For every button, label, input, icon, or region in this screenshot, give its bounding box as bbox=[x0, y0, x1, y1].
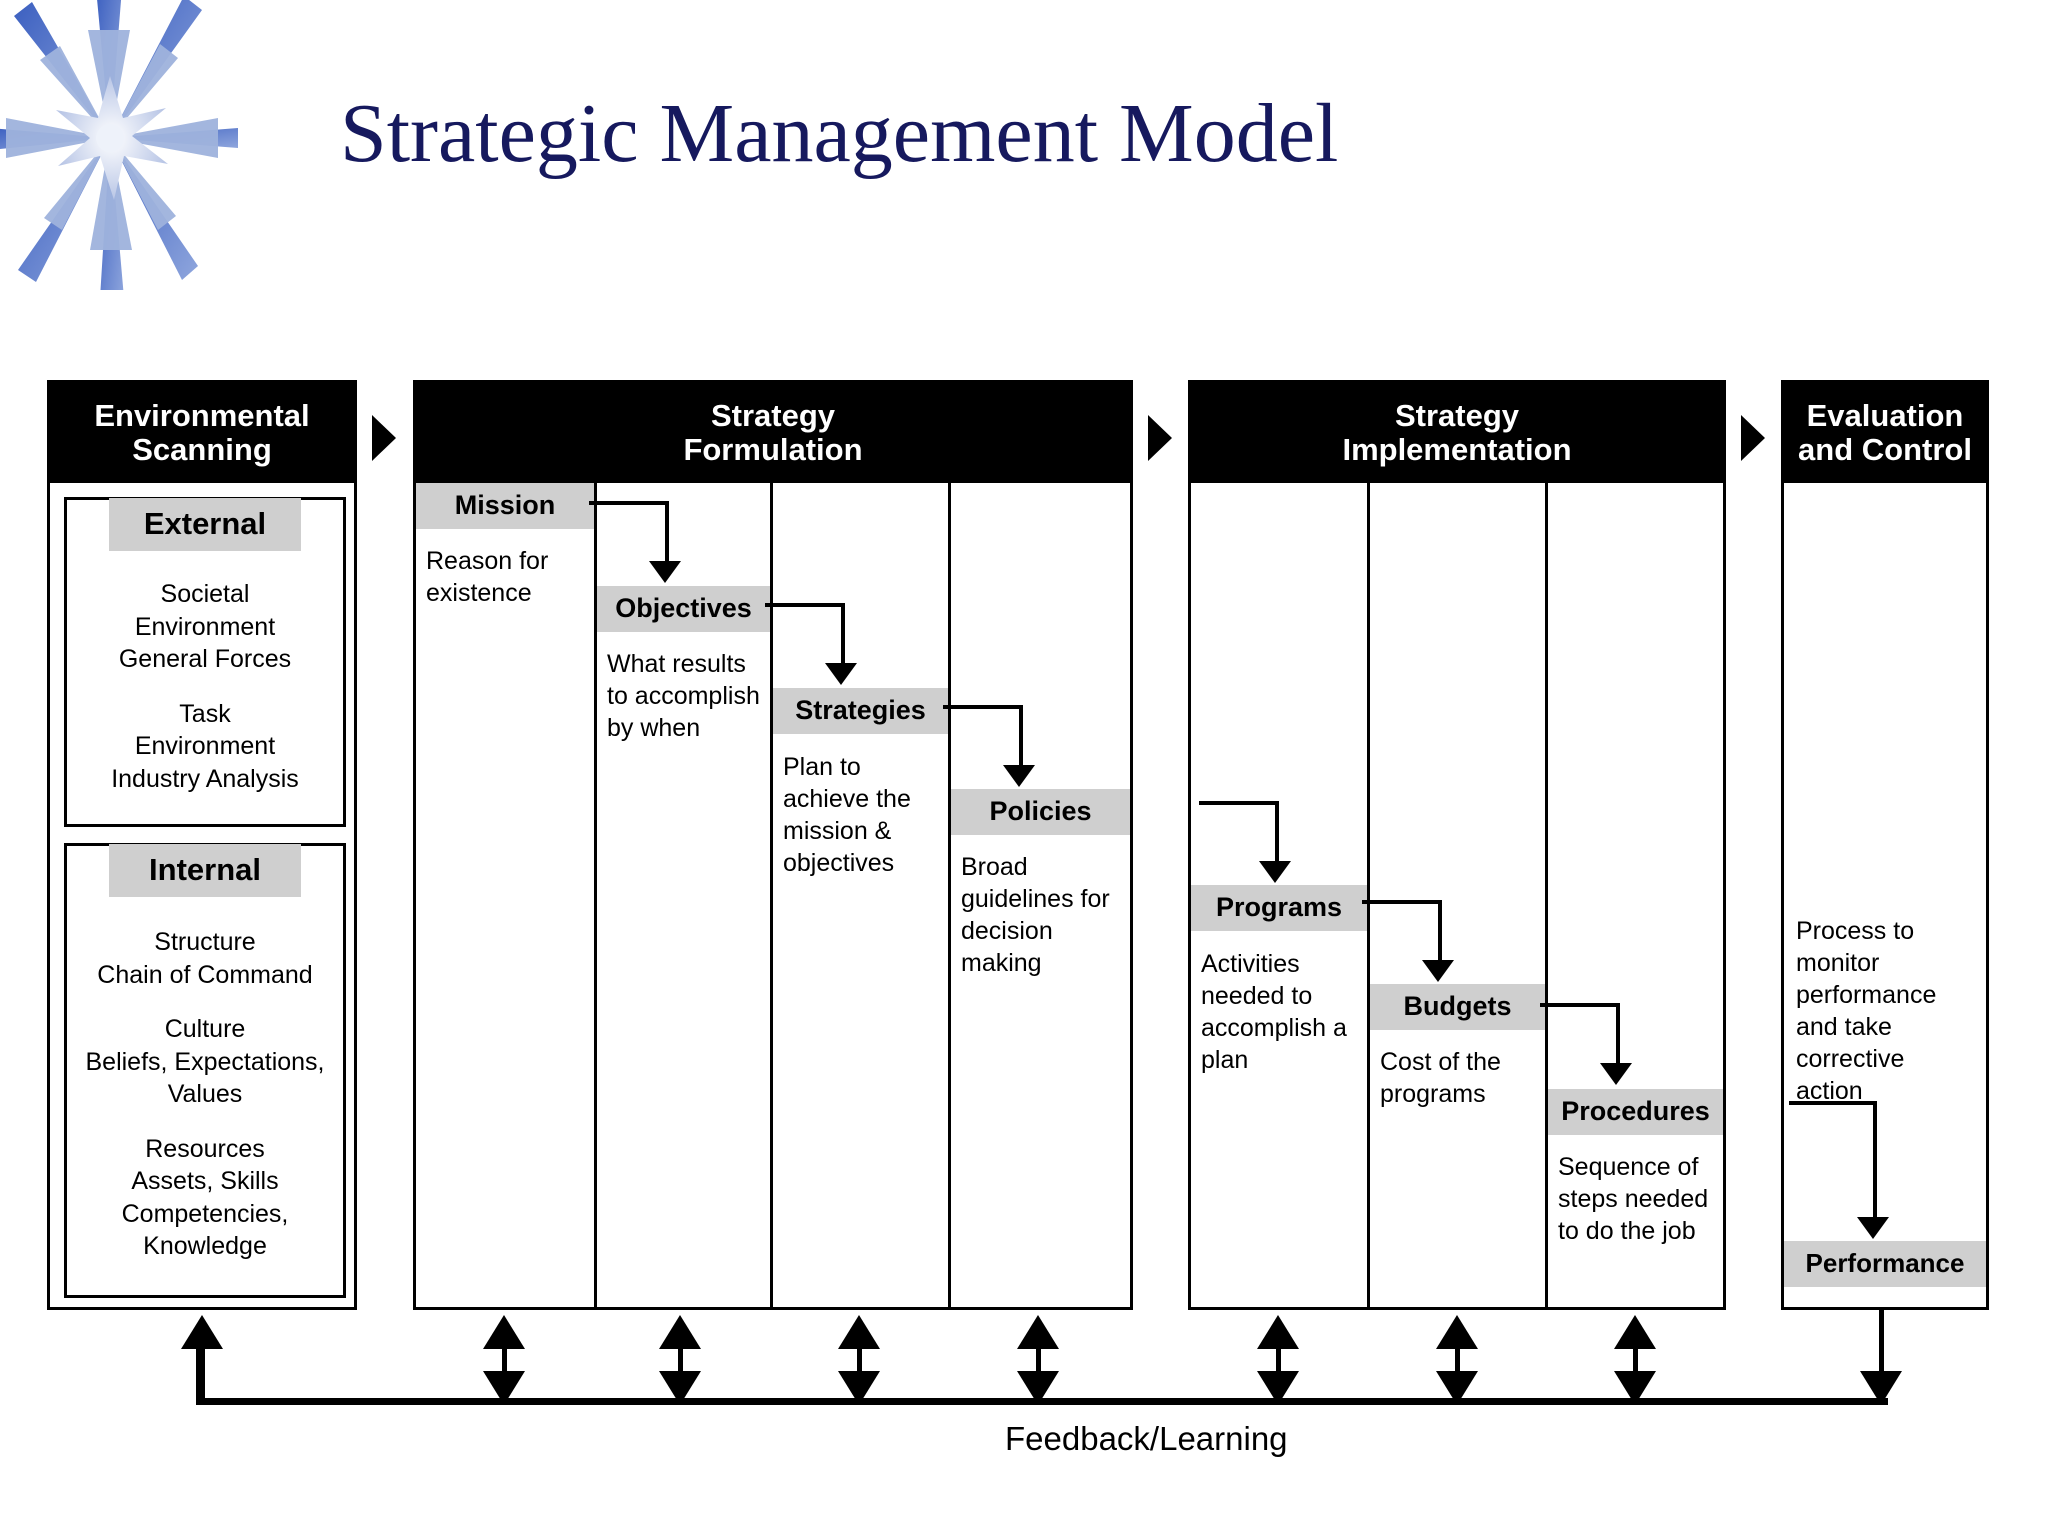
feedback-arrow-performance bbox=[1860, 1310, 1902, 1405]
phase-title-line1: Strategy bbox=[710, 397, 836, 433]
internal-line-1: Structure bbox=[154, 928, 256, 956]
phase-evaluation-and-control: Evaluation and Control Process to monito… bbox=[1781, 380, 1989, 1310]
external-line-6: Environment bbox=[134, 732, 276, 760]
internal-line-11: Knowledge bbox=[143, 1232, 267, 1260]
internal-line-8: Resources bbox=[145, 1134, 265, 1163]
phase-body-environmental-scanning: External Societal Environment General Fo… bbox=[50, 483, 354, 1307]
phase-title-line2: Formulation bbox=[683, 432, 863, 467]
subcolumn-strategies: Strategies Plan to achieve the mission &… bbox=[765, 483, 951, 1307]
external-line-2: Environment bbox=[134, 612, 276, 641]
separator-arrow-2 bbox=[1148, 415, 1172, 461]
feedback-arrow-mission bbox=[483, 1315, 525, 1405]
subcolumn-mission: Mission Reason for existence bbox=[416, 483, 597, 1307]
phase-title-line1: Strategy bbox=[1394, 397, 1520, 433]
external-line-1: Societal bbox=[160, 580, 250, 608]
internal-line-9: Assets, Skills bbox=[131, 1167, 279, 1195]
page-title: Strategic Management Model bbox=[340, 87, 1339, 180]
phase-body-evaluation-and-control: Process to monitor performance and take … bbox=[1784, 483, 1986, 1307]
subcolumn-policies: Policies Broad guidelines for decision m… bbox=[943, 483, 1130, 1307]
external-line-5: Task bbox=[179, 699, 231, 728]
phase-title-evaluation-and-control: Evaluation and Control bbox=[1784, 383, 1986, 483]
feedback-arrow-policies bbox=[1017, 1315, 1059, 1405]
external-spacer bbox=[73, 676, 337, 698]
text-policies: Broad guidelines for decision making bbox=[961, 853, 1110, 977]
subcolumn-programs: Programs Activities needed to accomplish… bbox=[1191, 483, 1370, 1307]
subcolumn-procedures: Procedures Sequence of steps needed to d… bbox=[1540, 483, 1723, 1307]
feedback-arrow-budgets bbox=[1436, 1315, 1478, 1405]
feedback-loop-line bbox=[196, 1398, 1888, 1405]
box-internal-text: Structure Chain of Command Culture Belie… bbox=[73, 926, 337, 1263]
label-strategies: Strategies bbox=[773, 688, 948, 734]
phase-title-line1: Evaluation bbox=[1806, 397, 1964, 433]
text-procedures: Sequence of steps needed to do the job bbox=[1558, 1153, 1709, 1245]
internal-line-4: Culture bbox=[164, 1015, 246, 1043]
subcolumn-budgets: Budgets Cost of the programs bbox=[1362, 483, 1548, 1307]
text-evaluation: Process to monitor performance and take … bbox=[1796, 917, 1937, 1105]
phase-title-line2: Implementation bbox=[1342, 432, 1572, 467]
text-mission: Reason for existence bbox=[426, 547, 549, 607]
label-budgets: Budgets bbox=[1370, 984, 1545, 1030]
feedback-arrow-procedures bbox=[1614, 1315, 1656, 1405]
phase-title-strategy-implementation: Strategy Implementation bbox=[1191, 383, 1723, 483]
phase-strategy-implementation: Strategy Implementation Programs Activit… bbox=[1188, 380, 1726, 1310]
internal-spacer-2 bbox=[73, 1111, 337, 1133]
feedback-arrow-programs bbox=[1257, 1315, 1299, 1405]
phase-title-line1: Environmental bbox=[94, 397, 310, 433]
internal-line-6: Values bbox=[167, 1080, 243, 1108]
feedback-loop-riser bbox=[196, 1345, 203, 1405]
label-mission: Mission bbox=[416, 483, 594, 529]
label-programs: Programs bbox=[1191, 885, 1367, 931]
internal-line-2: Chain of Command bbox=[97, 960, 313, 989]
label-objectives: Objectives bbox=[597, 586, 770, 632]
label-procedures: Procedures bbox=[1548, 1089, 1723, 1135]
box-internal: Internal Structure Chain of Command Cult… bbox=[64, 843, 346, 1298]
phase-strategy-formulation: Strategy Formulation Mission Reason for … bbox=[413, 380, 1133, 1310]
label-performance: Performance bbox=[1784, 1241, 1986, 1287]
text-objectives: What results to accomplish by when bbox=[607, 650, 760, 742]
external-line-3: General Forces bbox=[118, 645, 292, 673]
phase-title-strategy-formulation: Strategy Formulation bbox=[416, 383, 1130, 483]
phase-title-line2: Scanning bbox=[132, 432, 272, 467]
phase-title-line2: and Control bbox=[1798, 432, 1972, 467]
internal-line-5: Beliefs, Expectations, bbox=[85, 1047, 325, 1076]
external-line-7: Industry Analysis bbox=[111, 764, 299, 793]
box-internal-title: Internal bbox=[109, 844, 301, 897]
eight-point-star-icon bbox=[0, 0, 238, 290]
separator-arrow-1 bbox=[372, 415, 396, 461]
feedback-arrow-strategies bbox=[838, 1315, 880, 1405]
subcolumn-objectives: Objectives What results to accomplish by… bbox=[589, 483, 773, 1307]
phase-body-strategy-formulation: Mission Reason for existence Objectives … bbox=[416, 483, 1130, 1307]
text-programs: Activities needed to accomplish a plan bbox=[1201, 950, 1347, 1074]
internal-spacer-1 bbox=[73, 991, 337, 1013]
feedback-arrow-objectives bbox=[659, 1315, 701, 1405]
internal-line-10: Competencies, bbox=[121, 1199, 289, 1228]
phase-environmental-scanning: Environmental Scanning External Societal… bbox=[47, 380, 357, 1310]
phase-title-environmental-scanning: Environmental Scanning bbox=[50, 383, 354, 483]
label-policies: Policies bbox=[951, 789, 1130, 835]
box-external-title: External bbox=[109, 498, 301, 551]
separator-arrow-3 bbox=[1741, 415, 1765, 461]
text-budgets: Cost of the programs bbox=[1380, 1048, 1501, 1108]
feedback-label: Feedback/Learning bbox=[1005, 1420, 1288, 1457]
box-external: External Societal Environment General Fo… bbox=[64, 497, 346, 827]
phase-body-strategy-implementation: Programs Activities needed to accomplish… bbox=[1191, 483, 1723, 1307]
box-external-text: Societal Environment General Forces Task… bbox=[73, 578, 337, 795]
text-strategies: Plan to achieve the mission & objectives bbox=[783, 753, 911, 877]
